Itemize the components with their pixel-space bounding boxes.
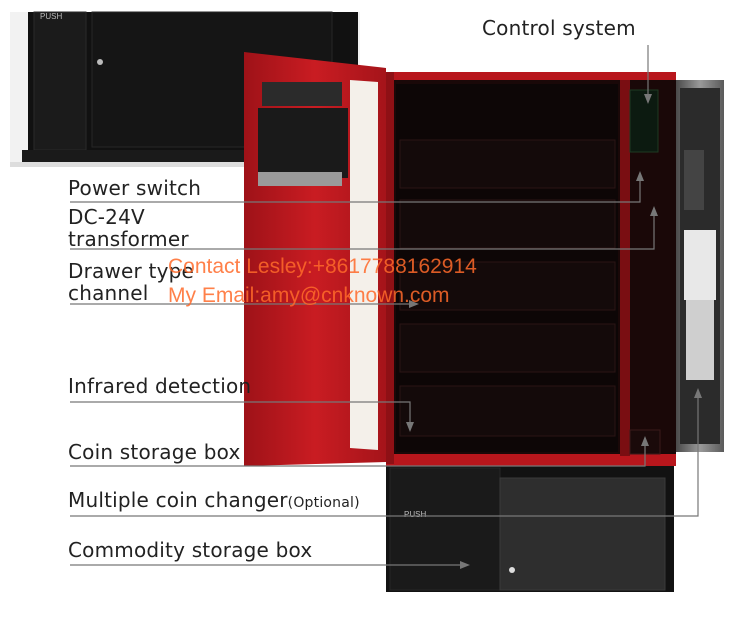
leader-dc-transformer [70, 210, 655, 250]
inset-push-text: PUSH [40, 12, 62, 21]
watermark-contact: Contact Lesley:+8617788162914 [168, 255, 477, 278]
label-drawer-channel: Drawer type channel [68, 260, 194, 304]
leader-coin-storage [70, 440, 646, 467]
arrow-icon [644, 94, 652, 104]
watermark-email: My Email:amy@cnknown.com [168, 284, 450, 307]
label-dc-line2: transformer [68, 227, 189, 251]
arrow-icon [409, 300, 419, 308]
label-control-system: Control system [482, 16, 636, 40]
leader-lines [70, 45, 699, 566]
lock-icon [97, 59, 103, 65]
label-coin-changer: Multiple coin changer(Optional) [68, 488, 360, 512]
arrow-icon [694, 388, 702, 398]
arrow-icon [641, 436, 649, 446]
main-cabinet [386, 72, 724, 466]
label-coin-changer-main: Multiple coin changer [68, 488, 288, 512]
open-red-door [244, 52, 386, 466]
leader-coin-changer [70, 392, 699, 517]
leader-power-switch [70, 175, 641, 203]
arrow-icon [460, 561, 470, 569]
label-drawer-line1: Drawer type [68, 259, 194, 283]
lower-lock-icon [509, 567, 515, 573]
label-power-switch: Power switch [68, 176, 202, 200]
label-dc-line1: DC-24V [68, 205, 145, 229]
label-infrared-detection: Infrared detection [68, 374, 252, 398]
label-coin-changer-optional: (Optional) [287, 495, 360, 511]
label-coin-storage-box: Coin storage box [68, 440, 241, 464]
lower-push-text: PUSH [404, 510, 426, 519]
leader-infrared [70, 401, 411, 428]
arrow-icon [650, 206, 658, 216]
arrow-heads [406, 94, 702, 569]
label-drawer-line2: channel [68, 281, 149, 305]
label-commodity-storage-box: Commodity storage box [68, 538, 313, 562]
arrow-icon [406, 422, 414, 432]
label-dc-transformer: DC-24V transformer [68, 206, 189, 250]
lower-cabinet: PUSH [386, 462, 674, 592]
arrow-icon [636, 171, 644, 181]
